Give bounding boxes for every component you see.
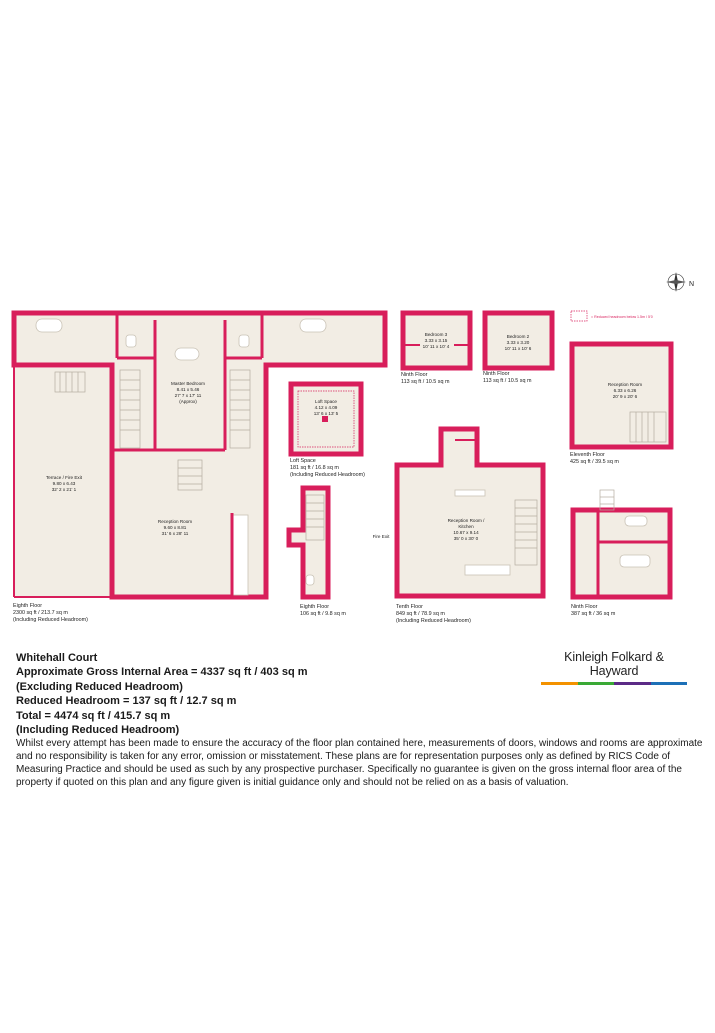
- caption-loft-note: (Including Reduced Headroom): [290, 472, 365, 478]
- bedroom-2-imperial: 10' 11 x 10' 6: [505, 346, 532, 351]
- master-bedroom-imperial: 27' 7 x 17' 11: [175, 393, 202, 398]
- loft-space-metric: 4.12 x 4.09: [315, 405, 338, 410]
- reception-kitchen-metric: 10.67 x 9.14: [453, 530, 479, 535]
- loft-space-name: Loft Space: [315, 399, 337, 404]
- bedroom-2-name: Bedroom 2: [507, 334, 530, 339]
- reduced-headroom-legend: = Reduced headroom below 1.5m / 5'0: [570, 310, 653, 322]
- disclaimer-text: Whilst every attempt has been made to en…: [16, 738, 703, 788]
- caption-eighth-main-area: 2300 sq ft / 213.7 sq m: [13, 610, 68, 616]
- legend-text: = Reduced headroom below 1.5m / 5'0: [591, 315, 653, 319]
- caption-eighth-small-area: 106 sq ft / 9.8 sq m: [300, 611, 346, 617]
- brand-bar-blue: [650, 682, 687, 685]
- bedroom-3-imperial: 10' 11 x 10' 4: [423, 344, 450, 349]
- caption-tenth-floor: Tenth Floor: [396, 604, 423, 610]
- loft-space-imperial: 13' 6 x 13' 5: [314, 411, 339, 416]
- ninth-floor-bedroom-2-plan: [482, 310, 555, 371]
- reception-kitchen-imperial: 35' 0 x 30' 0: [454, 536, 479, 541]
- brand-bar-orange: [541, 682, 578, 685]
- ninth-floor-c-plan: [570, 489, 673, 600]
- caption-ninth-b-area: 113 sq ft / 10.5 sq m: [483, 378, 532, 384]
- caption-eighth-main-floor: Eighth Floor: [13, 603, 42, 609]
- terrace-metric: 9.80 x 6.43: [53, 481, 76, 486]
- reception-11-metric: 6.33 x 6.26: [614, 388, 637, 393]
- compass-icon: [666, 272, 686, 292]
- bedroom-3-metric: 3.33 x 3.15: [425, 338, 448, 343]
- reception-kitchen-name: Reception Room /: [448, 518, 485, 523]
- caption-tenth-area: 849 sq ft / 78.9 sq m: [396, 611, 445, 617]
- fire-exit-label: Fire Exit: [373, 534, 391, 539]
- caption-eleventh-area: 425 sq ft / 39.5 sq m: [570, 459, 619, 465]
- eighth-floor-small-plan: [286, 485, 331, 600]
- caption-ninth-c-floor: Ninth Floor: [571, 604, 598, 610]
- eleventh-floor-plan: [569, 341, 674, 450]
- master-bedroom-approx: (Approx): [179, 399, 197, 404]
- property-title: Whitehall Court: [16, 652, 98, 664]
- terrace-name: Terrace / Fire Exit: [46, 475, 83, 480]
- tenth-floor-plan: [394, 426, 546, 599]
- caption-eighth-small-floor: Eighth Floor: [300, 604, 329, 610]
- reception-8-imperial: 31' 6 x 28' 11: [162, 531, 189, 536]
- total-area: Total = 4474 sq ft / 415.7 sq m: [16, 709, 171, 722]
- gross-area-note: (Excluding Reduced Headroom): [16, 680, 183, 693]
- caption-eighth-main-note: (Including Reduced Headroom): [13, 617, 88, 623]
- caption-ninth-a-floor: Ninth Floor: [401, 372, 428, 378]
- brand-name: Kinleigh Folkard & Hayward: [564, 650, 664, 678]
- reception-kitchen-name-2: Kitchen: [458, 524, 474, 529]
- caption-loft-floor: Loft Space: [290, 458, 316, 464]
- caption-ninth-a-area: 113 sq ft / 10.5 sq m: [401, 379, 450, 385]
- reduced-headroom-area: Reduced Headroom = 137 sq ft / 12.7 sq m: [16, 695, 237, 708]
- caption-eleventh-floor: Eleventh Floor: [570, 452, 605, 458]
- ninth-floor-bedroom-3-plan: [400, 310, 473, 371]
- caption-loft-area: 181 sq ft / 16.8 sq m: [290, 465, 339, 471]
- brand-bar-green: [577, 682, 614, 685]
- area-summary: Whitehall Court Approximate Gross Intern…: [16, 651, 706, 790]
- caption-tenth-note: (Including Reduced Headroom): [396, 618, 471, 624]
- reception-8-name: Reception Room: [158, 519, 192, 524]
- master-bedroom-name: Master Bedroom: [171, 381, 205, 386]
- reception-8-metric: 9.60 x 8.81: [164, 525, 187, 530]
- reception-11-imperial: 20' 9 x 20' 6: [613, 394, 638, 399]
- bedroom-2-metric: 3.33 x 3.20: [507, 340, 530, 345]
- brand-logo: Kinleigh Folkard & Hayward: [541, 650, 687, 685]
- caption-ninth-b-floor: Ninth Floor: [483, 371, 510, 377]
- caption-ninth-c-area: 387 sq ft / 36 sq m: [571, 611, 616, 617]
- reception-11-name: Reception Room: [608, 382, 642, 387]
- brand-bar-purple: [614, 682, 651, 685]
- compass-north-label: N: [689, 281, 694, 288]
- loft-space-plan: [288, 381, 364, 457]
- total-area-note: (Including Reduced Headroom): [16, 724, 180, 737]
- bedroom-3-name: Bedroom 3: [425, 332, 448, 337]
- master-bedroom-metric: 8.41 x 5.46: [177, 387, 200, 392]
- terrace-imperial: 32' 2 x 21' 1: [52, 487, 77, 492]
- gross-area: Approximate Gross Internal Area = 4337 s…: [16, 666, 308, 679]
- brand-color-bar: [541, 682, 687, 685]
- eighth-floor-main-plan: [11, 310, 388, 600]
